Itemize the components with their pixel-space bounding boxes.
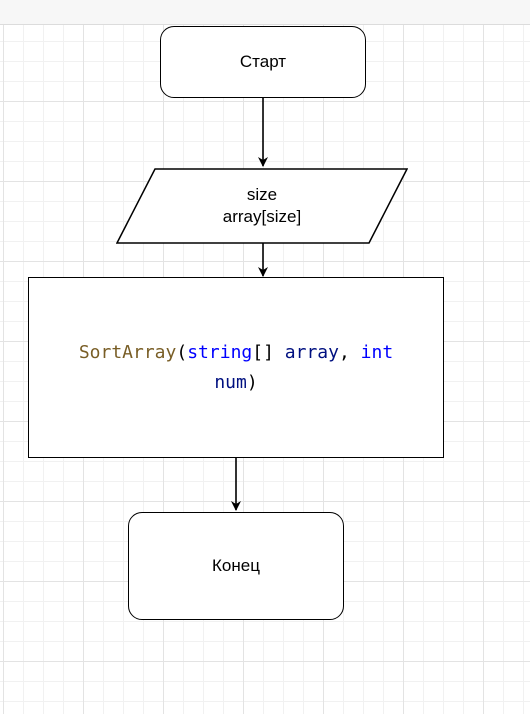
input-node[interactable]: size array[size] [116,168,408,244]
end-label: Конец [212,556,260,575]
process-code: SortArray(string[] array, int num) [63,338,409,398]
input-line-size: size [246,185,278,204]
parallelogram-shape [116,168,408,244]
close-paren: ) [246,371,258,393]
param-array: array [284,341,339,363]
process-node[interactable]: SortArray(string[] array, int num) [28,277,444,458]
input-line-array: array[size] [222,207,302,226]
canvas-top-edge [0,0,530,25]
start-label: Старт [239,52,287,71]
comma: , [338,341,361,363]
end-node[interactable]: Конец [128,512,344,620]
array-brackets: [] [252,341,285,363]
method-name: SortArray [78,341,177,363]
start-node[interactable]: Старт [160,26,366,98]
type-string: string [187,341,253,363]
param-num: num [214,371,247,393]
type-int: int [360,341,394,363]
open-paren: ( [176,341,188,363]
